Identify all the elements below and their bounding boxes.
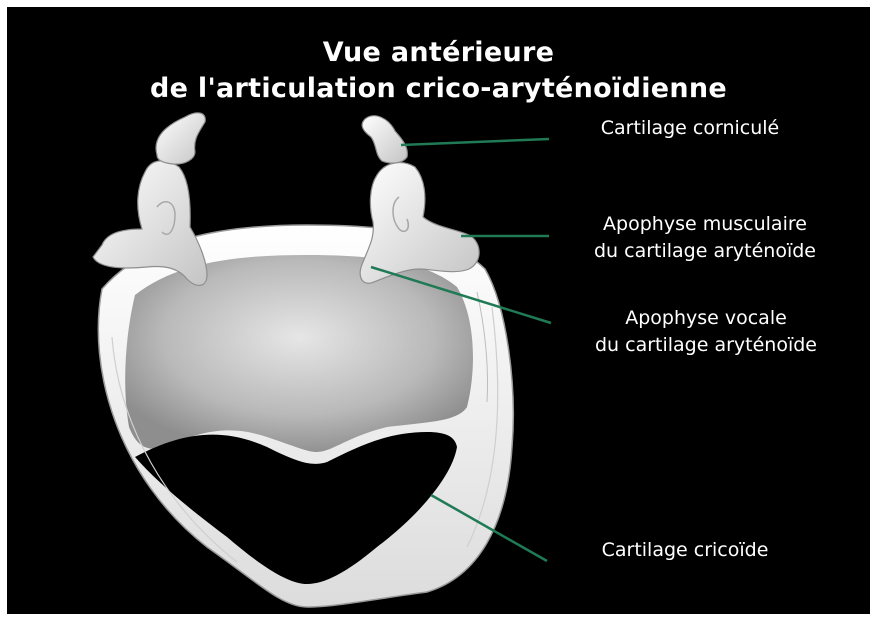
label-muscular-line-2: du cartilage aryténoïde: [545, 238, 865, 265]
label-vocal-process: Apophyse vocale du cartilage aryténoïde: [543, 305, 869, 359]
label-muscular-process: Apophyse musculaire du cartilage aryténo…: [545, 211, 865, 265]
title-line-2: de l'articulation crico-aryténoïdienne: [7, 71, 870, 107]
leader-line-corniculate: [401, 139, 549, 145]
label-vocal-line-1: Apophyse vocale: [543, 305, 869, 332]
label-cricoid-text: Cartilage cricoïde: [555, 537, 815, 564]
arytenoid-cartilage-left: [93, 113, 207, 286]
cricoid-lumen: [125, 255, 473, 452]
label-cricoid-cartilage: Cartilage cricoïde: [555, 537, 815, 564]
diagram-title: Vue antérieure de l'articulation crico-a…: [7, 35, 870, 107]
label-muscular-line-1: Apophyse musculaire: [545, 211, 865, 238]
label-corniculate-text: Cartilage corniculé: [555, 115, 825, 142]
title-line-1: Vue antérieure: [7, 35, 870, 71]
label-vocal-line-2: du cartilage aryténoïde: [543, 332, 869, 359]
diagram-frame: Vue antérieure de l'articulation crico-a…: [7, 7, 870, 614]
arytenoid-cartilage-right: [360, 116, 479, 283]
label-corniculate-cartilage: Cartilage corniculé: [555, 115, 825, 142]
